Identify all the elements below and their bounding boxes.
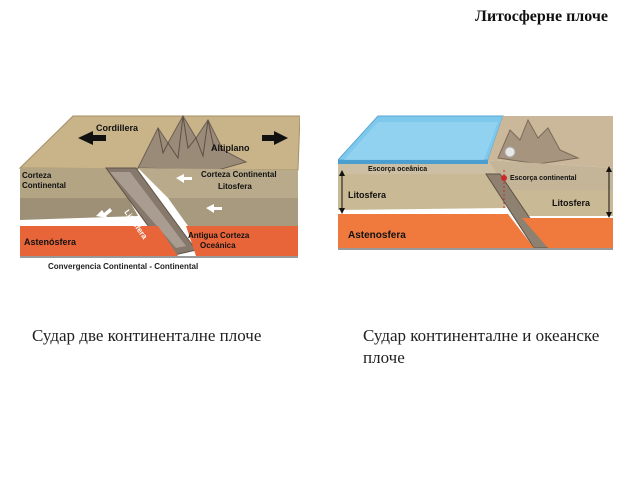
earthquake-focus [501, 175, 507, 181]
ocean-continent-diagram: Escorça oceânica Escorça continental Lit… [338, 115, 613, 250]
label-litosfera-left: Litosfera [348, 190, 387, 200]
left-push-arrow [78, 131, 106, 145]
white-arrow-2 [206, 204, 222, 213]
caption-ocean-continent-collision: Судар континенталне и океанске плоче [363, 326, 600, 367]
label-escorca-oceanica: Escorça oceânica [368, 166, 427, 173]
label-litosfera-right: Litosfera [218, 182, 252, 191]
left-continental-crust [20, 168, 128, 198]
label-figure1-caption: Convergencia Continental - Continental [48, 262, 198, 271]
right-continental-crust [138, 168, 298, 198]
lithosphere-band [20, 198, 138, 220]
white-arrow-1 [176, 174, 192, 183]
label-cordillera: Cordillera [96, 123, 139, 133]
asthenosphere-2 [338, 214, 534, 248]
label-corteza-left-2: Continental [22, 181, 66, 190]
continental-crust [488, 160, 613, 190]
asthenosphere [20, 226, 178, 256]
label-corteza-left-1: Corteza [22, 171, 52, 180]
lithosphere-left [338, 174, 506, 210]
slide-title: Литосферне плоче [475, 8, 608, 25]
label-astenosfera: Astenósfera [24, 237, 77, 247]
lithosphere-right [508, 190, 613, 216]
continental-collision-diagram: Cordillera Altiplano Corteza Continental… [18, 114, 300, 271]
label-corteza-right: Corteza Continental [201, 170, 277, 179]
label-astenosfera-2: Astenosfera [348, 230, 406, 241]
volcano-plume [504, 146, 516, 158]
coastal-mountains [497, 118, 580, 165]
label-escorca-continental: Escorça continental [510, 175, 577, 182]
right-push-arrow [262, 131, 288, 145]
label-antigua-2: Oceánica [200, 241, 236, 250]
label-altiplano: Altiplano [211, 143, 250, 153]
caption-continental-collision: Судар две континенталне плоче [32, 326, 262, 345]
label-litosfera-right: Litosfera [552, 198, 591, 208]
label-antigua-1: Antigua Corteza [188, 231, 250, 240]
white-arrow-3 [96, 208, 112, 218]
